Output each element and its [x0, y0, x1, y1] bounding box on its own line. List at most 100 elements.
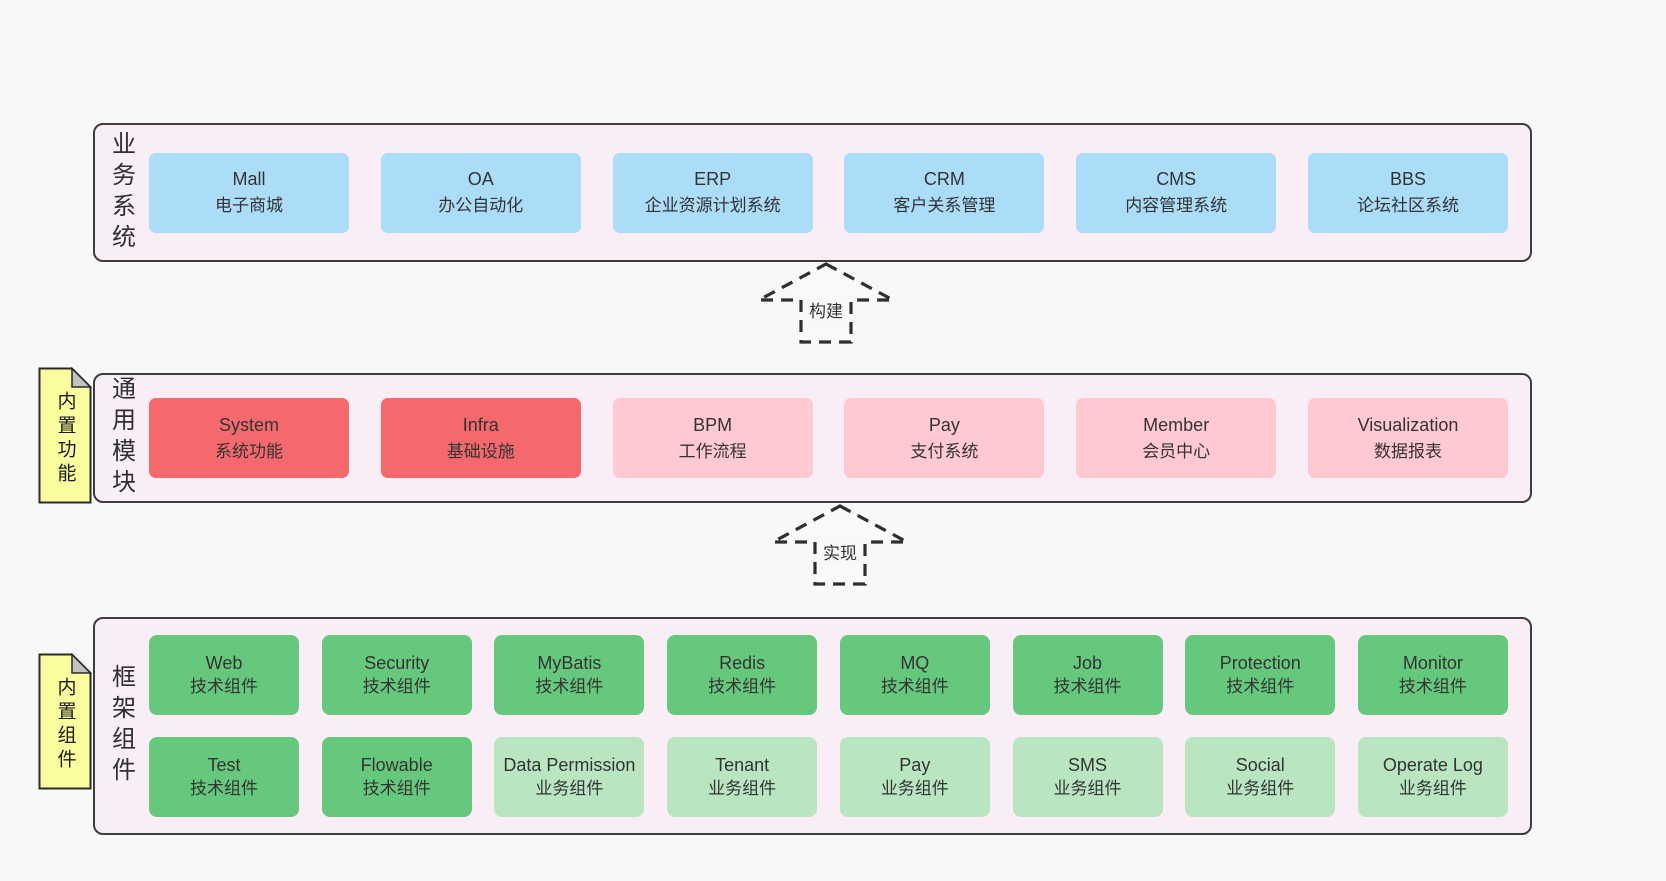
sticky-built-in-components-label: 内置组件: [54, 676, 76, 773]
box-bbs-desc: 论坛社区系统: [1356, 196, 1459, 216]
box-system-name: System: [218, 414, 279, 435]
business-systems-row: Mall 电子商城 OA 办公自动化 ERP 企业资源计划系统 CRM 客户关系…: [147, 152, 1530, 233]
box-bpm-desc: 工作流程: [678, 441, 747, 461]
box-data-permission-desc: 业务组件: [535, 778, 604, 798]
box-oa-name: OA: [467, 169, 494, 190]
band-common-modules: 通用模块 System 系统功能 Infra 基础设施 BPM 工作流程 Pay…: [93, 373, 1532, 503]
box-social: Social 业务组件: [1185, 737, 1336, 817]
box-redis-name: Redis: [719, 652, 766, 673]
box-mall: Mall 电子商城: [149, 152, 349, 233]
framework-components-grid: Web 技术组件 Security 技术组件 MyBatis 技术组件 Redi…: [147, 635, 1530, 817]
box-sms-desc: 业务组件: [1053, 778, 1122, 798]
box-operate-log-desc: 业务组件: [1398, 778, 1467, 798]
box-social-name: Social: [1235, 754, 1285, 775]
box-flowable: Flowable 技术组件: [321, 737, 472, 817]
box-mybatis-desc: 技术组件: [535, 676, 604, 696]
box-tenant-desc: 业务组件: [708, 778, 777, 798]
box-operate-log: Operate Log 业务组件: [1357, 737, 1508, 817]
box-monitor-name: Monitor: [1402, 652, 1463, 673]
box-oa: OA 办公自动化: [380, 152, 581, 233]
box-security-desc: 技术组件: [362, 676, 431, 696]
box-data-permission-name: Data Permission: [503, 754, 636, 775]
box-pay-component-name: Pay: [899, 754, 931, 775]
box-security: Security 技术组件: [321, 635, 472, 715]
box-pay-name: Pay: [928, 414, 960, 435]
band-label-common-modules: 通用模块: [107, 376, 135, 500]
box-job: Job 技术组件: [1012, 635, 1163, 715]
box-redis: Redis 技术组件: [667, 635, 818, 715]
box-social-desc: 业务组件: [1226, 778, 1295, 798]
sticky-built-in-components: 内置组件: [38, 653, 92, 790]
box-test: Test 技术组件: [149, 737, 299, 817]
box-visualization-desc: 数据报表: [1373, 441, 1442, 461]
box-crm-name: CRM: [923, 169, 965, 190]
box-erp: ERP 企业资源计划系统: [612, 152, 813, 233]
box-crm-desc: 客户关系管理: [893, 196, 996, 216]
box-pay-desc: 支付系统: [910, 441, 979, 461]
box-system: System 系统功能: [149, 398, 349, 478]
box-bbs-name: BBS: [1389, 169, 1426, 190]
box-bbs: BBS 论坛社区系统: [1307, 152, 1508, 233]
box-mq-name: MQ: [900, 652, 930, 673]
sticky-note-icon: [38, 367, 92, 504]
box-mq-desc: 技术组件: [880, 676, 949, 696]
arrow-build-label: 构建: [806, 297, 846, 322]
common-modules-row: System 系统功能 Infra 基础设施 BPM 工作流程 Pay 支付系统…: [147, 398, 1530, 478]
box-flowable-desc: 技术组件: [362, 778, 431, 798]
box-visualization: Visualization 数据报表: [1307, 398, 1508, 478]
box-erp-desc: 企业资源计划系统: [644, 196, 781, 216]
box-cms-desc: 内容管理系统: [1125, 196, 1228, 216]
sticky-built-in-features-label: 内置功能: [54, 390, 76, 487]
box-data-permission: Data Permission 业务组件: [494, 737, 645, 817]
sticky-note-icon: [38, 653, 92, 790]
box-mall-name: Mall: [232, 169, 266, 190]
box-infra-name: Infra: [462, 414, 499, 435]
box-redis-desc: 技术组件: [708, 676, 777, 696]
box-member-name: Member: [1143, 414, 1210, 435]
box-protection-name: Protection: [1219, 652, 1301, 673]
sticky-built-in-features: 内置功能: [38, 367, 92, 504]
box-cms-name: CMS: [1156, 169, 1197, 190]
arrow-build: 构建: [756, 261, 896, 345]
box-protection: Protection 技术组件: [1185, 635, 1336, 715]
box-mall-desc: 电子商城: [215, 196, 283, 216]
box-web: Web 技术组件: [149, 635, 299, 715]
box-protection-desc: 技术组件: [1226, 676, 1295, 696]
band-label-framework-components: 框架组件: [107, 664, 135, 788]
box-oa-desc: 办公自动化: [438, 196, 524, 216]
box-job-name: Job: [1073, 652, 1103, 673]
box-infra-desc: 基础设施: [446, 441, 515, 461]
box-mybatis-name: MyBatis: [537, 652, 602, 673]
box-mq: MQ 技术组件: [839, 635, 990, 715]
box-visualization-name: Visualization: [1357, 414, 1459, 435]
box-member-desc: 会员中心: [1142, 441, 1211, 461]
box-sms: SMS 业务组件: [1012, 737, 1163, 817]
box-test-desc: 技术组件: [190, 778, 258, 798]
box-system-desc: 系统功能: [215, 441, 283, 461]
box-flowable-name: Flowable: [360, 754, 433, 775]
box-web-name: Web: [205, 652, 243, 673]
box-cms: CMS 内容管理系统: [1076, 152, 1277, 233]
box-tenant: Tenant 业务组件: [667, 737, 818, 817]
box-security-name: Security: [364, 652, 430, 673]
box-job-desc: 技术组件: [1053, 676, 1122, 696]
box-sms-name: SMS: [1068, 754, 1108, 775]
box-monitor-desc: 技术组件: [1398, 676, 1467, 696]
band-label-business-systems: 业务系统: [107, 130, 135, 255]
box-bpm: BPM 工作流程: [612, 398, 813, 478]
box-pay: Pay 支付系统: [844, 398, 1045, 478]
band-business-systems: 业务系统 Mall 电子商城 OA 办公自动化 ERP 企业资源计划系统 CRM…: [93, 123, 1532, 262]
arrow-implement: 实现: [770, 503, 910, 587]
arrow-implement-label: 实现: [820, 539, 860, 564]
box-test-name: Test: [207, 754, 241, 775]
box-web-desc: 技术组件: [190, 676, 258, 696]
box-crm: CRM 客户关系管理: [844, 152, 1045, 233]
box-pay-component-desc: 业务组件: [880, 778, 949, 798]
box-operate-log-name: Operate Log: [1382, 754, 1483, 775]
box-erp-name: ERP: [694, 169, 732, 190]
box-tenant-name: Tenant: [715, 754, 770, 775]
box-mybatis: MyBatis 技术组件: [494, 635, 645, 715]
box-bpm-name: BPM: [693, 414, 733, 435]
box-pay-component: Pay 业务组件: [839, 737, 990, 817]
